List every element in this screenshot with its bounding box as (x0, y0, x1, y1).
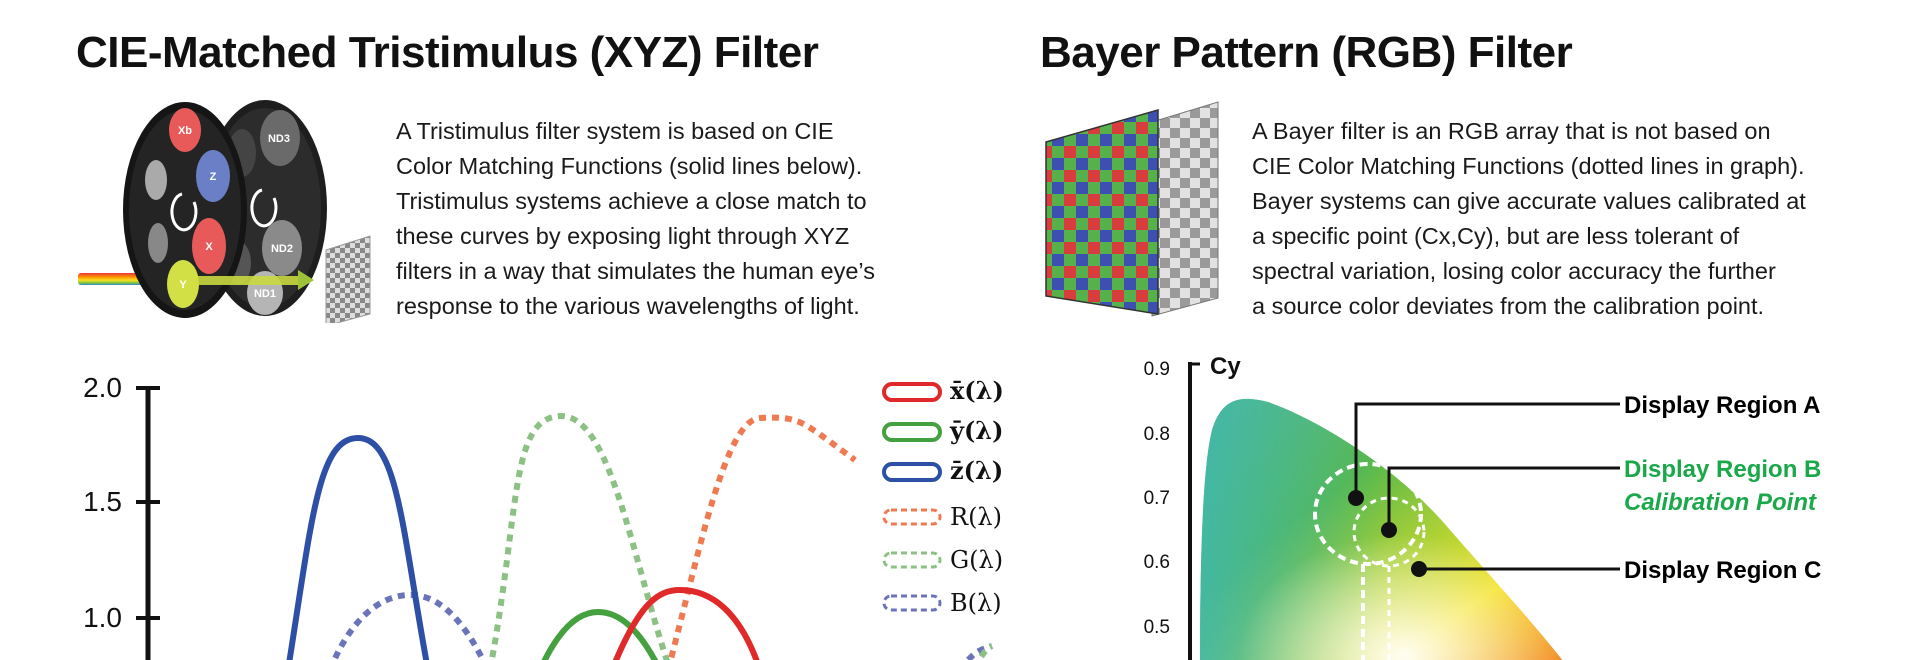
legend-label: z̄(λ) (950, 456, 1003, 485)
bayer-description-line: spectral variation, losing color accurac… (1252, 258, 1776, 284)
legend-item-g: G(λ) (882, 546, 1003, 574)
x-label: X (205, 241, 213, 253)
legend-label: G(λ) (950, 546, 1003, 574)
y-tick-label: 0.8 (1144, 424, 1170, 445)
xyz-description-line: Color Matching Functions (solid lines be… (396, 153, 863, 179)
xyz-description-line: A Tristimulus filter system is based on … (396, 118, 834, 144)
y-tick-1-0: 1.0 (83, 602, 160, 633)
calibration-point (1381, 522, 1397, 538)
xb-label: Xb (178, 125, 192, 137)
y-tick-label: 2.0 (83, 372, 122, 403)
rotate-arrow-icon (170, 192, 198, 232)
y-tick-label: 0.9 (1144, 359, 1170, 380)
spectral-curves-chart: 2.0 1.5 1.0 x̄(λ) ȳ(λ) z̄(λ) R(λ) G(λ (83, 372, 1004, 660)
y-tick-label: 0.5 (1144, 617, 1170, 638)
region-a-point (1348, 490, 1364, 506)
region-b-dashed-circle (1352, 496, 1426, 568)
calibration-point-label: Calibration Point (1624, 489, 1817, 516)
light-beam (78, 273, 148, 285)
region-a-label: Display Region A (1624, 392, 1820, 419)
bayer-description-line: Bayer systems can give accurate values c… (1252, 188, 1806, 214)
bayer-description: A Bayer filter is an RGB array that is n… (1252, 114, 1806, 324)
y-label: Y (179, 279, 187, 291)
bayer-description-line: A Bayer filter is an RGB array that is n… (1252, 118, 1771, 144)
region-b-label: Display Region B (1624, 456, 1821, 483)
legend-label: R(λ) (950, 503, 1002, 531)
bayer-description-line: CIE Color Matching Functions (dotted lin… (1252, 153, 1805, 179)
bayer-description-line: a source color deviates from the calibra… (1252, 293, 1765, 319)
series-y-curve (541, 608, 659, 660)
xyz-description-line: Tristimulus systems achieve a close matc… (396, 188, 867, 214)
series-g-curve (488, 412, 670, 660)
filter-wheel-xyz: Xb Z X Y (123, 102, 247, 318)
bayer-color-array (1045, 109, 1159, 315)
y-tick-label: 0.6 (1144, 552, 1170, 573)
sensor-icon (325, 235, 371, 323)
chromaticity-diagram: Cy 0.9 0.8 0.7 0.6 0.5 Display Region A … (1144, 353, 1821, 660)
legend-item-b: B(λ) (882, 589, 1002, 617)
legend-item-r: R(λ) (882, 503, 1002, 531)
bayer-filter-title: Bayer Pattern (RGB) Filter (1040, 28, 1573, 77)
nd3-label: ND3 (268, 133, 290, 145)
legend-label: x̄(λ) (950, 376, 1004, 405)
cy-axis-label: Cy (1210, 353, 1241, 380)
region-a-dashed-circle (1313, 462, 1423, 566)
legend-item-x: x̄(λ) (882, 376, 1004, 405)
nd2-label: ND2 (271, 243, 293, 255)
y-tick-label: 0.7 (1144, 488, 1170, 509)
series-z-curve (286, 434, 430, 660)
xyz-description-line: response to the various wavelengths of l… (396, 293, 860, 319)
xyz-filter-title: CIE-Matched Tristimulus (XYZ) Filter (76, 28, 819, 77)
legend-item-z: z̄(λ) (882, 456, 1003, 485)
xyz-description: A Tristimulus filter system is based on … (396, 114, 875, 324)
region-b-leader (1387, 466, 1620, 530)
series-x-curve (612, 586, 760, 660)
nd1-label: ND1 (254, 288, 276, 300)
sensor-layer (1151, 101, 1219, 317)
y-tick-1-5: 1.5 (83, 486, 160, 517)
filter-wheel-illustration: ND3 ND2 ND1 Xb Z X Y (78, 100, 371, 323)
legend-label: ȳ(λ) (949, 416, 1003, 445)
xyz-description-line: filters in a way that simulates the huma… (396, 258, 875, 284)
legend-item-y: ȳ(λ) (882, 416, 1003, 445)
series-r-curve (667, 414, 857, 660)
region-a-leader (1354, 402, 1620, 498)
region-c-label: Display Region C (1624, 557, 1821, 584)
xyz-description-line: these curves by exposing light through X… (396, 223, 850, 249)
chart-legend: x̄(λ) ȳ(λ) z̄(λ) R(λ) G(λ) B(λ) (882, 376, 1004, 617)
bayer-sensor-illustration (1045, 101, 1219, 317)
y-tick-label: 1.5 (83, 486, 122, 517)
rotate-arrow-icon (250, 188, 278, 228)
z-label: Z (210, 171, 217, 183)
series-b-curve (331, 591, 487, 660)
y-tick-label: 1.0 (83, 602, 122, 633)
legend-label: B(λ) (950, 589, 1002, 617)
region-c-point (1411, 561, 1427, 577)
y-tick-2-0: 2.0 (83, 372, 160, 403)
bayer-description-line: a specific point (Cx,Cy), but are less t… (1252, 223, 1740, 249)
